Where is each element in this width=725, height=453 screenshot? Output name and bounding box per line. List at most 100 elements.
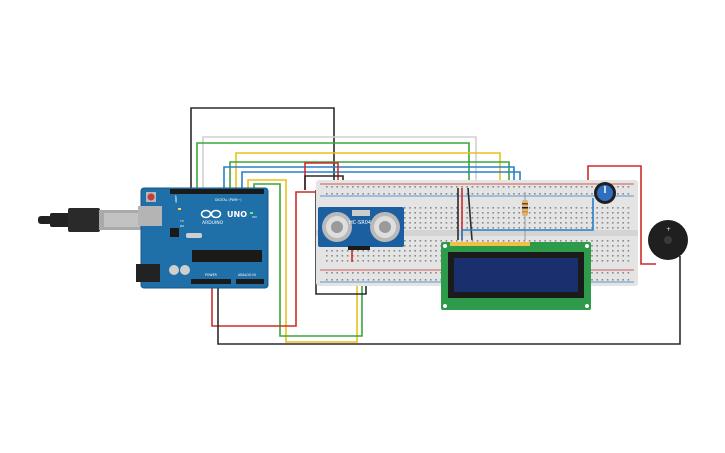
breadboard-hole[interactable] — [601, 279, 604, 281]
breadboard-hole[interactable] — [476, 207, 479, 209]
wire-yellow-2[interactable] — [247, 179, 358, 343]
breadboard-hole[interactable] — [404, 240, 406, 242]
breadboard-hole[interactable] — [487, 193, 489, 195]
breadboard-hole[interactable] — [336, 272, 338, 274]
breadboard-hole[interactable] — [424, 207, 427, 209]
breadboard-hole[interactable] — [508, 207, 510, 209]
breadboard-hole[interactable] — [424, 272, 427, 274]
breadboard-hole[interactable] — [372, 260, 375, 262]
breadboard-hole[interactable] — [388, 272, 390, 274]
breadboard-hole[interactable] — [404, 245, 406, 247]
breadboard-hole[interactable] — [336, 193, 338, 195]
breadboard-hole[interactable] — [352, 193, 354, 195]
breadboard-hole[interactable] — [326, 272, 328, 274]
breadboard-hole[interactable] — [435, 240, 437, 242]
breadboard-hole[interactable] — [466, 240, 468, 242]
breadboard-hole[interactable] — [534, 212, 536, 214]
breadboard-hole[interactable] — [591, 222, 593, 224]
breadboard-hole[interactable] — [440, 222, 442, 224]
breadboard-hole[interactable] — [346, 272, 349, 274]
breadboard-hole[interactable] — [549, 240, 552, 242]
breadboard-hole[interactable] — [570, 186, 572, 188]
breadboard-hole[interactable] — [622, 186, 624, 188]
breadboard-hole[interactable] — [497, 207, 500, 209]
breadboard-hole[interactable] — [565, 186, 567, 188]
breadboard-hole[interactable] — [601, 272, 604, 274]
breadboard-hole[interactable] — [404, 279, 406, 281]
breadboard-hole[interactable] — [341, 260, 344, 262]
breadboard-hole[interactable] — [466, 193, 468, 195]
breadboard-hole[interactable] — [580, 227, 583, 229]
breadboard-hole[interactable] — [367, 272, 370, 274]
breadboard-hole[interactable] — [606, 272, 609, 274]
breadboard-hole[interactable] — [575, 193, 578, 195]
breadboard-hole[interactable] — [549, 227, 552, 229]
breadboard-hole[interactable] — [539, 240, 541, 242]
breadboard-hole[interactable] — [523, 217, 526, 219]
breadboard-hole[interactable] — [476, 217, 479, 219]
breadboard-hole[interactable] — [523, 193, 526, 195]
wire-red-power[interactable] — [211, 191, 316, 327]
breadboard-hole[interactable] — [450, 207, 453, 209]
breadboard-hole[interactable] — [487, 186, 489, 188]
breadboard-hole[interactable] — [627, 255, 630, 257]
breadboard-hole[interactable] — [430, 245, 432, 247]
wire-green-3[interactable] — [253, 183, 363, 337]
breadboard-hole[interactable] — [596, 260, 598, 262]
breadboard-hole[interactable] — [612, 240, 614, 242]
breadboard-hole[interactable] — [388, 250, 390, 252]
breadboard-hole[interactable] — [539, 222, 541, 224]
breadboard-hole[interactable] — [362, 279, 364, 281]
breadboard-hole[interactable] — [331, 255, 333, 257]
breadboard-hole[interactable] — [580, 217, 583, 219]
breadboard-hole[interactable] — [424, 255, 427, 257]
breadboard-hole[interactable] — [404, 260, 406, 262]
breadboard-hole[interactable] — [596, 240, 598, 242]
breadboard-hole[interactable] — [424, 193, 427, 195]
breadboard-hole[interactable] — [591, 240, 593, 242]
breadboard-hole[interactable] — [627, 212, 630, 214]
breadboard-hole[interactable] — [570, 227, 572, 229]
breadboard-hole[interactable] — [450, 217, 453, 219]
breadboard-hole[interactable] — [523, 186, 526, 188]
breadboard-hole[interactable] — [617, 217, 619, 219]
breadboard-hole[interactable] — [565, 217, 567, 219]
breadboard-hole[interactable] — [508, 227, 510, 229]
breadboard-hole[interactable] — [482, 193, 484, 195]
breadboard-hole[interactable] — [424, 217, 427, 219]
breadboard-hole[interactable] — [591, 217, 593, 219]
breadboard-hole[interactable] — [409, 217, 411, 219]
breadboard-hole[interactable] — [409, 250, 411, 252]
breadboard-hole[interactable] — [331, 250, 333, 252]
breadboard-hole[interactable] — [372, 193, 375, 195]
breadboard-hole[interactable] — [331, 186, 333, 188]
breadboard-hole[interactable] — [367, 186, 370, 188]
breadboard-hole[interactable] — [627, 279, 630, 281]
breadboard-hole[interactable] — [476, 186, 479, 188]
breadboard-hole[interactable] — [591, 279, 593, 281]
breadboard-hole[interactable] — [617, 212, 619, 214]
breadboard-hole[interactable] — [591, 207, 593, 209]
breadboard-hole[interactable] — [596, 272, 598, 274]
breadboard-hole[interactable] — [440, 217, 442, 219]
breadboard-hole[interactable] — [560, 227, 562, 229]
breadboard-hole[interactable] — [424, 279, 427, 281]
breadboard-hole[interactable] — [383, 193, 385, 195]
breadboard-hole[interactable] — [601, 250, 604, 252]
breadboard-hole[interactable] — [487, 240, 489, 242]
breadboard-hole[interactable] — [492, 212, 494, 214]
breadboard-hole[interactable] — [414, 222, 416, 224]
breadboard-hole[interactable] — [450, 222, 453, 224]
breadboard-hole[interactable] — [482, 227, 484, 229]
breadboard-hole[interactable] — [362, 250, 364, 252]
breadboard-hole[interactable] — [622, 217, 624, 219]
breadboard-hole[interactable] — [487, 222, 489, 224]
breadboard-hole[interactable] — [591, 193, 593, 195]
breadboard-hole[interactable] — [471, 193, 474, 195]
breadboard-hole[interactable] — [331, 272, 333, 274]
breadboard-hole[interactable] — [404, 272, 406, 274]
breadboard-hole[interactable] — [528, 222, 531, 224]
breadboard-hole[interactable] — [398, 272, 401, 274]
breadboard-hole[interactable] — [435, 186, 437, 188]
breadboard-hole[interactable] — [378, 260, 380, 262]
